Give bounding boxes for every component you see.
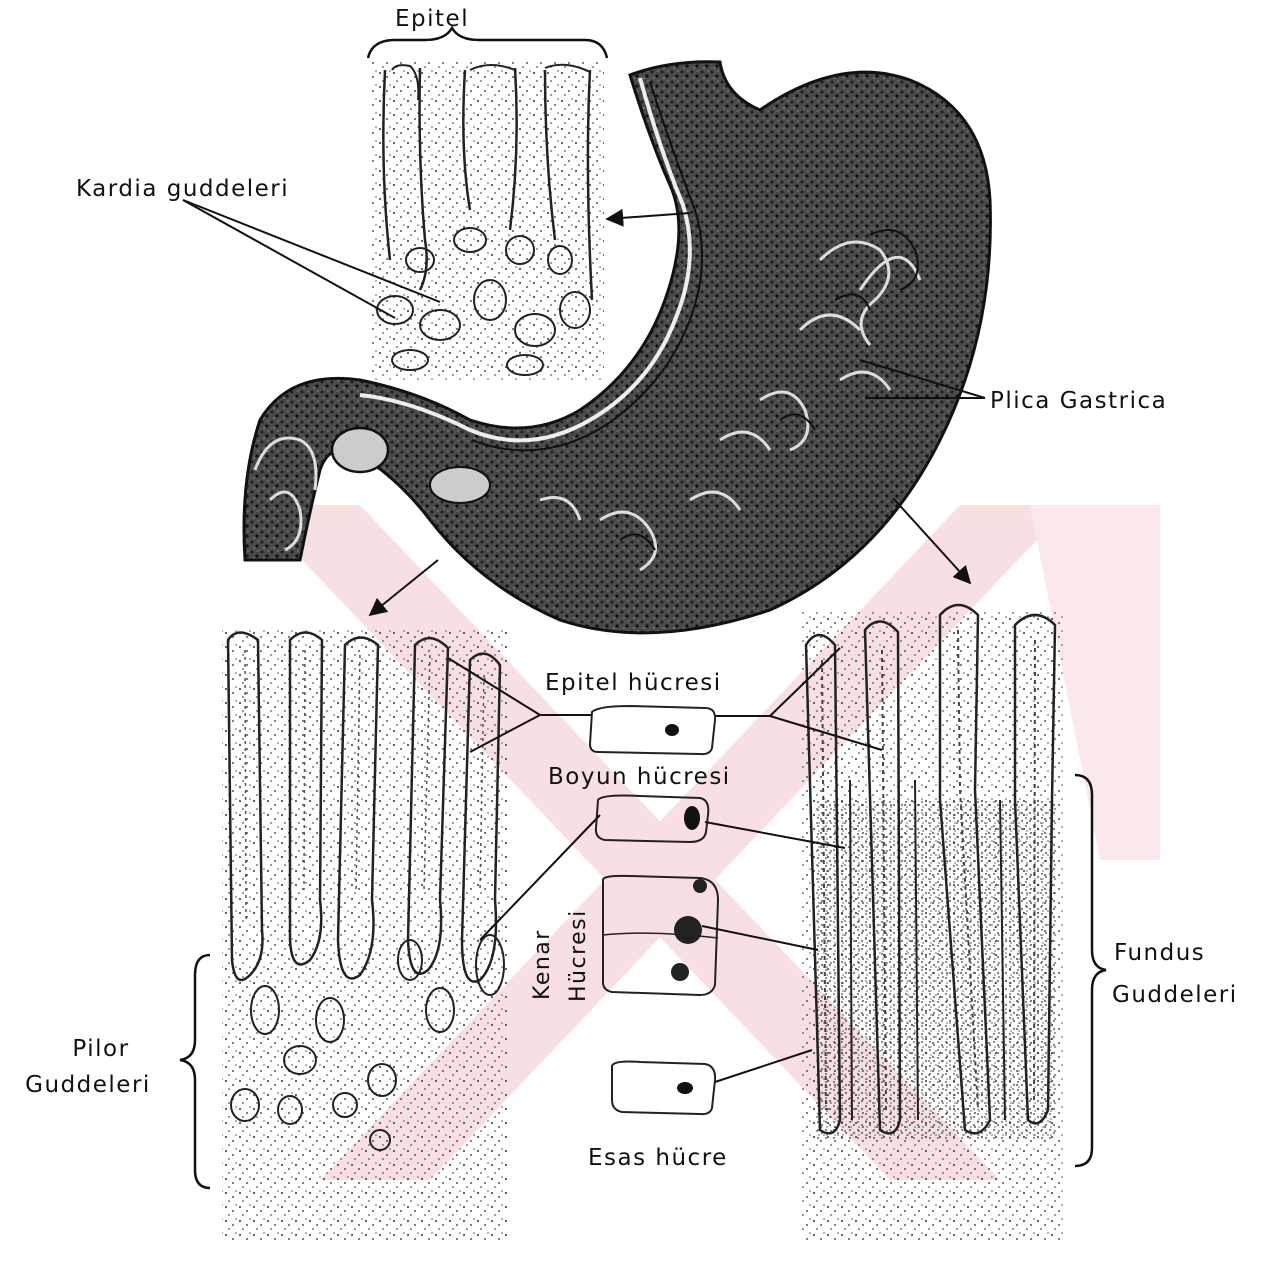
parietal-cell-label-line1: Kenar: [530, 929, 555, 1000]
plica-gastrica-label: Plica Gastrica: [990, 388, 1167, 414]
fundus-label-line1: Fundus: [1114, 940, 1205, 966]
kardia-tissue-block: [372, 62, 604, 380]
epitel-label: Epitel: [395, 6, 469, 32]
parietal-cell-label-line2: Hücresi: [566, 909, 591, 1002]
pilor-gland-block: [222, 630, 507, 1240]
pilor-brace: [180, 955, 210, 1188]
fundus-label-line2: Guddeleri: [1112, 982, 1238, 1008]
chief-cell-label: Esas hücre: [588, 1145, 728, 1171]
pilor-label-line2: Guddeleri: [8, 1072, 168, 1098]
kardia-glands-label: Kardia guddeleri: [76, 176, 289, 202]
epitel-bracket: [368, 28, 607, 58]
fundus-gland-block: [802, 605, 1064, 1240]
epithelial-cell-label: Epitel hücresi: [545, 670, 722, 696]
pilor-label-line1: Pilor: [46, 1036, 156, 1062]
neck-cell-label: Boyun hücresi: [548, 764, 731, 790]
